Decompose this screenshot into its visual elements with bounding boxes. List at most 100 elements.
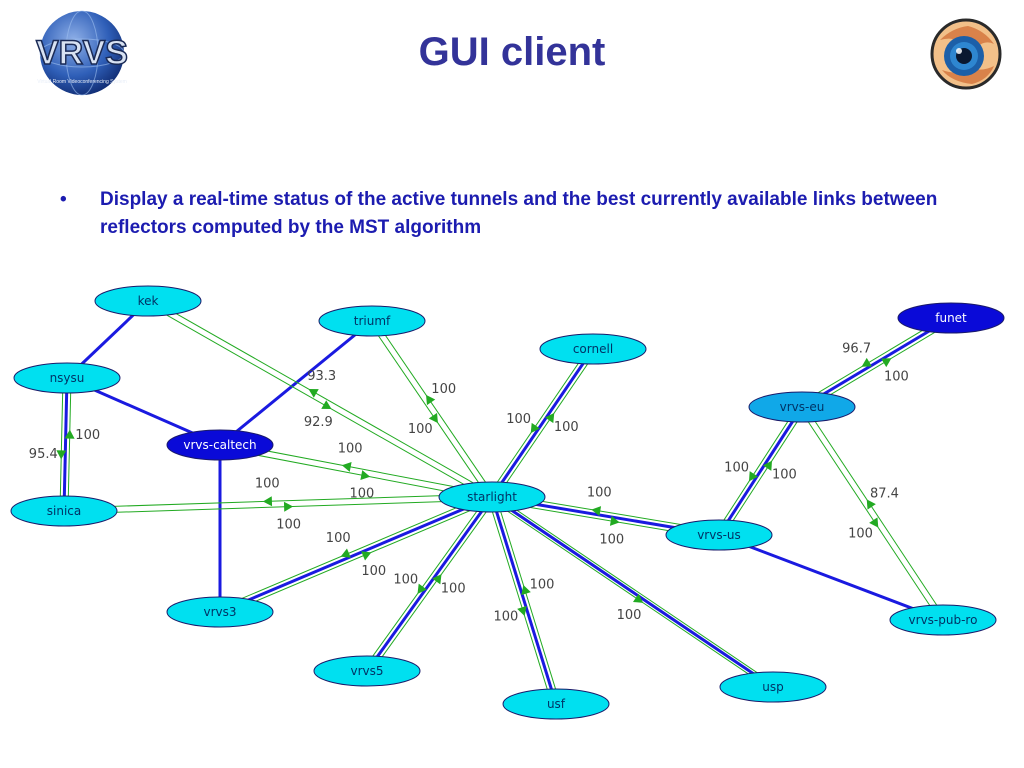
link-nsysu-sinica-tunnel [62, 377, 69, 512]
node-vrvs-us-label: vrvs-us [697, 528, 741, 542]
bullet-point: • Display a real-time status of the acti… [60, 186, 960, 242]
link-sinica-starlight-label-2: 100 [255, 476, 280, 491]
link-vrvs-eu-vrvs-pub-ro-arrow-2 [866, 499, 876, 510]
link-cornell-starlight-line-1 [488, 346, 591, 496]
node-funet-label: funet [935, 311, 967, 325]
link-starlight-usf-label-2: 100 [530, 577, 555, 592]
node-vrvs-pub-ro: vrvs-pub-ro [889, 604, 997, 636]
node-vrvs-eu-shape [748, 391, 856, 423]
node-cornell-shape [539, 333, 647, 365]
link-vrvs-eu-vrvs-us-tunnel [717, 406, 804, 536]
node-usf-shape [502, 688, 610, 720]
link-starlight-vrvs3-arrow-1 [340, 548, 351, 558]
link-triumf-starlight-arrow-2 [426, 394, 436, 406]
link-starlight-vrvs3-line-1 [218, 492, 491, 609]
link-starlight-usp-label-1: 100 [617, 608, 642, 623]
tunnel-starlight-usp [491, 495, 774, 689]
link-cornell-starlight-line-2 [494, 350, 597, 500]
node-starlight-label: starlight [467, 490, 517, 504]
link-triumf-starlight-label-1: 100 [408, 422, 433, 437]
bullet-symbol: • [60, 189, 67, 210]
link-cornell-starlight-tunnel [490, 348, 595, 498]
link-vrvs-eu-funet-tunnel [801, 316, 952, 409]
node-starlight: starlight [438, 481, 546, 513]
node-vrvs-caltech: vrvs-caltech [166, 429, 274, 461]
link-vrvs-eu-vrvs-us-line-1 [715, 404, 800, 534]
node-usf: usf [502, 688, 610, 720]
link-nsysu-sinica-label-2: 100 [75, 428, 100, 443]
link-sinica-starlight-line-1 [64, 499, 493, 515]
link-starlight-usf-line-2 [495, 495, 561, 703]
node-vrvs-caltech-shape [166, 429, 274, 461]
link-starlight-usf-arrow-2 [521, 584, 531, 596]
link-nsysu-sinica-line-2 [67, 378, 72, 512]
link-starlight-vrvs-us-label-2: 100 [587, 486, 612, 501]
link-kek-starlight-line-2 [149, 297, 494, 495]
node-cornell-label: cornell [573, 342, 613, 356]
node-kek: kek [94, 285, 202, 317]
node-usp-shape [719, 671, 827, 703]
link-starlight-vrvs3-line-2 [221, 500, 494, 617]
link-starlight-usp-arrow-1 [632, 593, 644, 603]
link-nsysu-sinica-line-1 [59, 377, 64, 511]
link-starlight-vrvs5-label-2: 100 [441, 582, 466, 597]
link-starlight-usf-arrow-1 [517, 605, 527, 617]
slide-title: GUI client [418, 30, 606, 74]
node-vrvs-caltech-label: vrvs-caltech [183, 438, 256, 452]
link-vrvs-eu-vrvs-us-label-1: 100 [724, 460, 749, 475]
node-funet-shape [897, 302, 1005, 334]
link-cornell-starlight-label-1: 100 [506, 412, 531, 427]
link-starlight-vrvs3-arrow-2 [361, 551, 372, 561]
link-sinica-starlight-label-1: 100 [276, 518, 301, 533]
link-starlight-vrvs3-label-1: 100 [326, 531, 351, 546]
link-nsysu-sinica-arrow-2 [64, 429, 75, 439]
node-usp-label: usp [762, 680, 783, 694]
link-starlight-vrvs-us-arrow-2 [591, 506, 602, 516]
link-vrvs-caltech-starlight-arrow-1 [360, 470, 371, 480]
vrvs-logo: VRVS Virtual Room Videoconferencing Syst… [35, 10, 129, 96]
node-vrvs3: vrvs3 [166, 596, 274, 628]
link-vrvs-eu-vrvs-pub-ro-label-2: 87.4 [870, 487, 899, 502]
node-vrvs-pub-ro-label: vrvs-pub-ro [909, 613, 978, 627]
link-starlight-usp-line-2 [493, 494, 775, 685]
node-vrvs3-label: vrvs3 [203, 605, 236, 619]
link-starlight-vrvs-us-label-1: 100 [599, 532, 624, 547]
nodes-layer: kek triumf cornell funet nsysu vrvs-eu vrvs-ca… [10, 285, 1005, 720]
link-starlight-vrvs5-line-2 [369, 499, 496, 674]
node-kek-label: kek [138, 294, 159, 308]
eye-globe-logo [930, 18, 1002, 90]
link-starlight-usf-line-1 [487, 498, 553, 706]
link-kek-starlight-label-2: 93.3 [307, 369, 336, 384]
node-starlight-shape [438, 481, 546, 513]
link-vrvs-eu-funet-arrow-1 [881, 358, 892, 368]
link-starlight-vrvs3-tunnel [219, 495, 493, 614]
link-triumf-starlight-line-1 [369, 322, 490, 499]
node-nsysu: nsysu [13, 362, 121, 394]
link-triumf-starlight-line-2 [374, 319, 495, 496]
link-vrvs-caltech-starlight-label-2: 100 [338, 441, 363, 456]
node-vrvs-eu: vrvs-eu [748, 391, 856, 423]
link-vrvs-eu-vrvs-pub-ro-line-1 [799, 408, 941, 622]
link-starlight-vrvs-us-arrow-1 [609, 516, 620, 526]
node-triumf-label: triumf [354, 314, 391, 328]
node-triumf: triumf [318, 305, 426, 337]
node-funet: funet [897, 302, 1005, 334]
link-cornell-starlight-arrow-1 [530, 422, 540, 434]
link-vrvs-eu-funet-arrow-2 [861, 357, 872, 367]
link-vrvs-caltech-starlight-label-1: 100 [349, 487, 374, 502]
link-vrvs-eu-vrvs-us-line-2 [721, 408, 806, 538]
link-vrvs-eu-vrvs-us-arrow-1 [748, 471, 759, 482]
links-layer: 95.410092.993.31001001001001001001001001… [29, 297, 954, 706]
link-nsysu-sinica-label-1: 95.4 [29, 447, 58, 462]
link-starlight-usp-line-1 [490, 499, 772, 690]
link-cornell-starlight-label-2: 100 [554, 420, 579, 435]
link-sinica-starlight-arrow-2 [262, 496, 273, 507]
link-starlight-vrvs5-label-1: 100 [393, 572, 418, 587]
link-vrvs-caltech-starlight-arrow-2 [341, 462, 352, 472]
link-kek-starlight-arrow-2 [308, 388, 319, 398]
link-starlight-vrvs5-arrow-2 [432, 574, 442, 585]
node-vrvs-us: vrvs-us [665, 519, 773, 551]
link-vrvs-eu-vrvs-pub-ro-line-2 [804, 405, 946, 619]
link-cornell-starlight-arrow-2 [545, 412, 555, 424]
